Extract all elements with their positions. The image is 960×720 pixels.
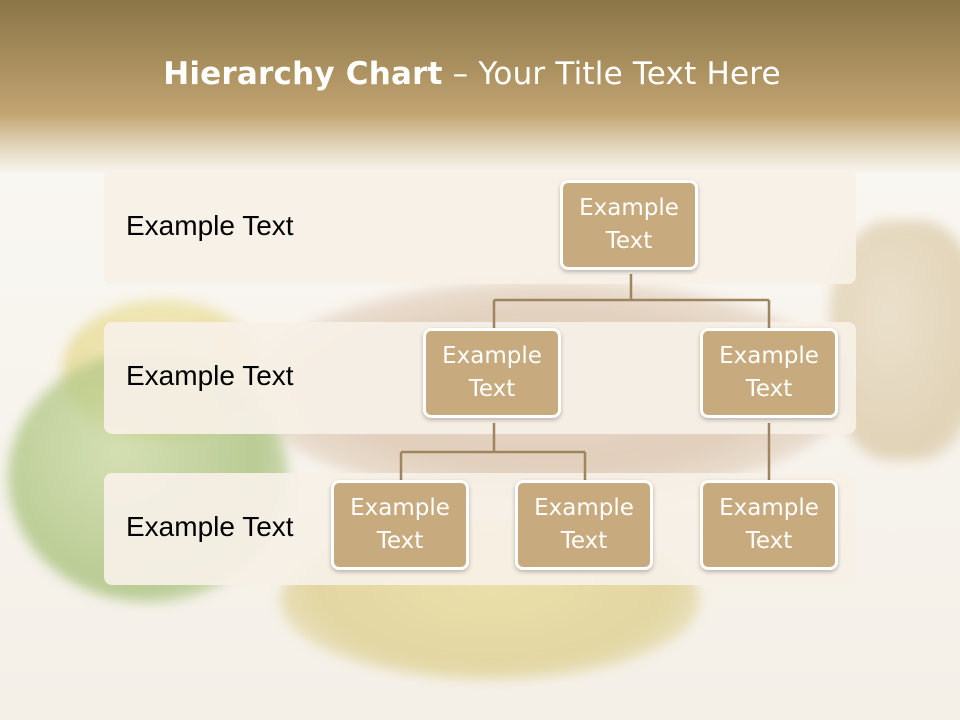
node-level2-right-label: Example Text: [719, 343, 819, 402]
title-rest: – Your Title Text Here: [442, 56, 781, 92]
node-level3-c-label: Example Text: [719, 495, 819, 554]
title-bold: Hierarchy Chart: [163, 56, 443, 92]
header-band: [0, 0, 960, 175]
node-level2-left[interactable]: Example Text: [423, 328, 561, 418]
node-level3-b-label: Example Text: [534, 495, 634, 554]
node-level3-a-label: Example Text: [350, 495, 450, 554]
node-root-label: Example Text: [579, 195, 679, 254]
node-level3-a[interactable]: Example Text: [331, 480, 469, 570]
slide-title: Hierarchy Chart – Your Title Text Here: [0, 56, 944, 92]
level-label-2: Example Text: [126, 360, 294, 391]
node-level3-b[interactable]: Example Text: [515, 480, 653, 570]
node-root[interactable]: Example Text: [560, 180, 698, 270]
node-level2-right[interactable]: Example Text: [700, 328, 838, 418]
node-level2-left-label: Example Text: [442, 343, 542, 402]
node-level3-c[interactable]: Example Text: [700, 480, 838, 570]
level-label-1: Example Text: [126, 210, 294, 241]
level-band-1: Example Text: [104, 172, 856, 284]
level-label-3: Example Text: [126, 511, 294, 542]
